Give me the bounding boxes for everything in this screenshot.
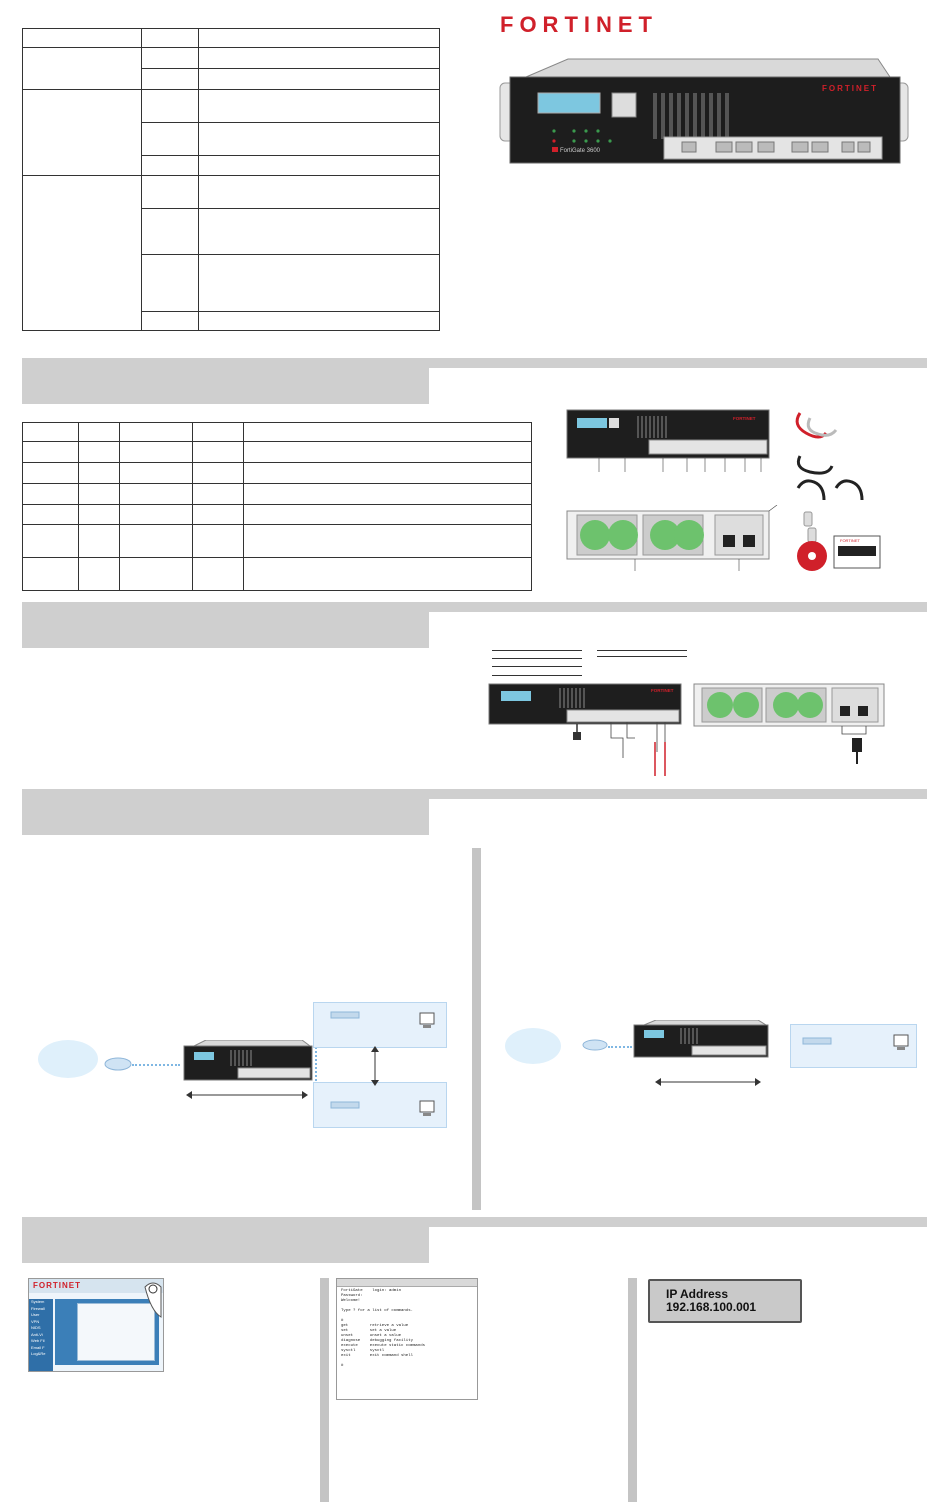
svg-text:FORTINET: FORTINET (733, 416, 756, 421)
switch-icon-3 (802, 1037, 832, 1045)
rack-mount-bracket-icon (803, 511, 817, 543)
gui-menu-item[interactable]: Anti-Vi (31, 1331, 43, 1337)
lcd-line-1: IP Address (666, 1287, 729, 1301)
zoom-callout-icon (144, 1282, 162, 1318)
gui-content-panel (55, 1299, 159, 1365)
cloud-icon-2 (505, 1028, 561, 1064)
led-table (22, 422, 532, 591)
link-internet (132, 1064, 180, 1066)
front-connection-diagram: FORTINET (488, 683, 682, 776)
quick-start-booklet-icon: FORTINET (833, 535, 881, 569)
computer-icon-2 (419, 1100, 435, 1116)
gui-menu-item[interactable]: User (31, 1312, 40, 1317)
ethernet-cable-icon (795, 412, 838, 439)
device-front-illustration: FortiGate 3600 FORTINET (499, 58, 909, 164)
gui-menu-item[interactable]: Email F (31, 1344, 45, 1350)
router-icon (104, 1057, 132, 1071)
web-gui-screenshot: FORTINET System Firewall User VPN NIDS A… (28, 1278, 164, 1372)
terminal-output: FortiGate login: admin Password: Welcome… (341, 1289, 426, 1368)
lcd-line-2: 192.168.100.001 (666, 1300, 757, 1314)
column-divider-right (628, 1278, 637, 1502)
back-panel-diagram (566, 505, 778, 571)
gui-menu-item[interactable]: System (31, 1299, 45, 1304)
spec-table-top (22, 28, 440, 331)
section-header-4 (22, 1217, 927, 1263)
cd-icon (797, 541, 827, 571)
gui-menu-item[interactable]: Log&Re (31, 1351, 46, 1356)
cli-terminal-screenshot: FortiGate login: admin Password: Welcome… (336, 1278, 478, 1400)
switch-icon-1 (330, 1011, 360, 1019)
computer-icon-1 (419, 1012, 435, 1028)
gui-menu-item[interactable]: Firewall (31, 1305, 45, 1311)
gui-menu-item[interactable]: Web Fil (31, 1338, 45, 1343)
device-illustration-transparent (633, 1020, 769, 1058)
double-arrow-horizontal-nat (186, 1091, 308, 1099)
lcd-display: IP Address 192.168.100.001 (648, 1279, 802, 1323)
gui-sidebar: System Firewall User VPN NIDS Anti-Vi We… (29, 1299, 53, 1371)
section-header-1 (22, 358, 927, 404)
front-panel-diagram: FORTINET (566, 409, 770, 472)
power-cable-icon (796, 479, 864, 501)
double-arrow-horizontal-transparent (655, 1078, 761, 1086)
column-divider-mid (472, 848, 481, 1210)
gui-menu-item[interactable]: VPN (31, 1318, 40, 1324)
double-arrow-vertical (371, 1046, 379, 1086)
device-illustration-nat (183, 1040, 313, 1081)
model-label: FortiGate 3600 (560, 148, 601, 154)
fortinet-logo: FORTINET (500, 12, 658, 37)
section-header-3 (22, 789, 927, 835)
svg-text:FORTINET: FORTINET (840, 538, 860, 543)
gui-header: FORTINET (29, 1279, 163, 1293)
switch-icon-2 (330, 1101, 360, 1109)
link-internal (315, 1016, 323, 1092)
gui-menu-item[interactable]: NIDS (31, 1325, 41, 1330)
terminal-title-bar (337, 1279, 477, 1287)
column-divider-left (320, 1278, 329, 1502)
gui-logo: FORTINET (33, 1281, 81, 1290)
link-internet-2 (608, 1046, 632, 1048)
rule-lines (492, 650, 692, 680)
section-header-2 (22, 602, 927, 648)
svg-text:FORTINET: FORTINET (822, 84, 878, 93)
cloud-icon (38, 1040, 98, 1078)
null-modem-cable-icon (796, 455, 834, 475)
router-icon-2 (582, 1039, 608, 1051)
svg-text:FORTINET: FORTINET (651, 688, 674, 693)
package-contents: FORTINET (795, 412, 881, 571)
computer-icon-3 (893, 1034, 909, 1050)
back-connection-diagram (693, 683, 885, 764)
